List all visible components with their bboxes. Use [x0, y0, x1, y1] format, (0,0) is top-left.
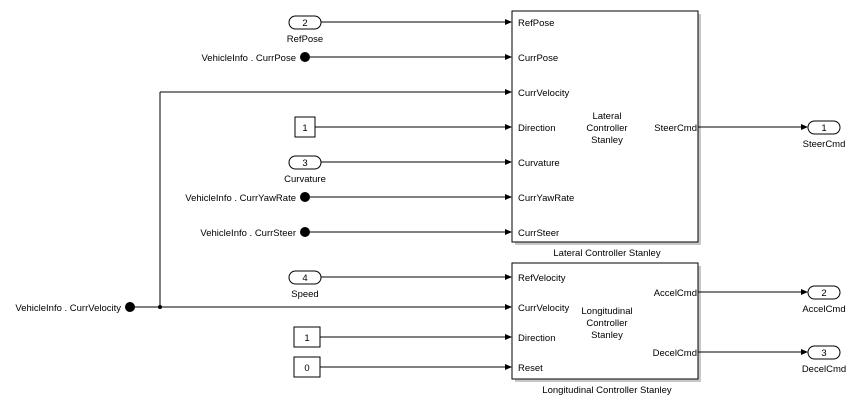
- arrow-steercmd: [801, 124, 808, 130]
- arrow-long-currvelocity: [505, 304, 512, 310]
- long-inner-label-3: Stanley: [591, 330, 623, 341]
- arrow-long-direction: [505, 334, 512, 340]
- long-port-currvelocity: CurrVelocity: [518, 303, 569, 314]
- inport-refpose-number: 2: [302, 18, 307, 29]
- lateral-port-refpose: RefPose: [518, 18, 554, 29]
- long-port-reset: Reset: [518, 363, 543, 374]
- long-port-accelcmd: AccelCmd: [654, 288, 697, 299]
- long-port-decelcmd: DecelCmd: [653, 348, 697, 359]
- arrow-speed: [505, 274, 512, 280]
- arrow-curryawrate: [505, 194, 512, 200]
- long-port-refvelocity: RefVelocity: [518, 273, 566, 284]
- branch-point: [158, 305, 162, 309]
- inport-speed-label: Speed: [291, 289, 318, 300]
- longitudinal-block-caption: Longitudinal Controller Stanley: [542, 385, 672, 396]
- constant-long-direction-value: 1: [304, 333, 309, 344]
- inport-refpose[interactable]: 2: [288, 15, 322, 30]
- constant-long-direction[interactable]: 1: [293, 326, 321, 348]
- lateral-controller-block[interactable]: RefPose CurrPose CurrVelocity Direction …: [511, 10, 701, 245]
- arrow-reset: [505, 364, 512, 370]
- lateral-inner-label-1: Lateral: [592, 111, 621, 122]
- outport-accelcmd-number: 2: [821, 288, 826, 299]
- arrow-currpose: [505, 54, 512, 60]
- bus-currsteer[interactable]: VehicleInfo . CurrSteer: [200, 227, 310, 239]
- inport-curvature-number: 3: [302, 158, 307, 169]
- inport-curvature-label: Curvature: [284, 174, 326, 185]
- arrow-refpose: [505, 19, 512, 25]
- bus-curryawrate-dot: [300, 192, 310, 202]
- inport-speed-number: 4: [302, 273, 307, 284]
- bus-currpose-label: VehicleInfo . CurrPose: [201, 53, 296, 64]
- long-port-direction: Direction: [518, 333, 556, 344]
- lateral-port-currpose: CurrPose: [518, 53, 558, 64]
- lateral-port-direction: Direction: [518, 123, 556, 134]
- bus-curryawrate[interactable]: VehicleInfo . CurrYawRate: [185, 192, 310, 204]
- outport-accelcmd[interactable]: 2: [807, 285, 841, 300]
- constant-reset-value: 0: [304, 363, 309, 374]
- lateral-port-steercmd: SteerCmd: [654, 123, 697, 134]
- bus-currsteer-dot: [300, 227, 310, 237]
- lateral-block-caption: Lateral Controller Stanley: [553, 248, 660, 259]
- outport-decelcmd-number: 3: [821, 348, 826, 359]
- inport-refpose-label: RefPose: [287, 34, 323, 45]
- lateral-port-curvature: Curvature: [518, 158, 560, 169]
- outport-decelcmd-label: DecelCmd: [802, 364, 846, 375]
- bus-currvelocity[interactable]: VehicleInfo . CurrVelocity: [15, 302, 135, 314]
- outport-decelcmd[interactable]: 3: [807, 345, 841, 360]
- constant-reset[interactable]: 0: [293, 356, 321, 378]
- constant-lateral-direction[interactable]: 1: [294, 116, 316, 138]
- long-inner-label-1: Longitudinal: [581, 306, 632, 317]
- inport-speed[interactable]: 4: [288, 270, 322, 285]
- arrow-lateral-direction: [505, 124, 512, 130]
- bus-curryawrate-label: VehicleInfo . CurrYawRate: [185, 193, 296, 204]
- outport-accelcmd-label: AccelCmd: [802, 304, 845, 315]
- bus-currvelocity-label: VehicleInfo . CurrVelocity: [15, 303, 121, 314]
- arrow-curvature: [505, 159, 512, 165]
- outport-steercmd-label: SteerCmd: [803, 139, 846, 150]
- outport-steercmd-number: 1: [821, 123, 826, 134]
- lateral-port-curryawrate: CurrYawRate: [518, 193, 574, 204]
- bus-currsteer-label: VehicleInfo . CurrSteer: [200, 228, 296, 239]
- lateral-port-currsteer: CurrSteer: [518, 228, 559, 239]
- arrow-accelcmd: [801, 289, 808, 295]
- lateral-port-currvelocity: CurrVelocity: [518, 88, 569, 99]
- lateral-inner-label-2: Controller: [586, 123, 627, 134]
- long-inner-label-2: Controller: [586, 318, 627, 329]
- lateral-inner-label-3: Stanley: [591, 135, 623, 146]
- inport-curvature[interactable]: 3: [288, 155, 322, 170]
- longitudinal-controller-block[interactable]: RefVelocity CurrVelocity Direction Reset…: [511, 262, 701, 382]
- constant-lateral-direction-value: 1: [302, 123, 307, 134]
- signal-lines: [134, 19, 808, 370]
- bus-currpose[interactable]: VehicleInfo . CurrPose: [201, 52, 310, 64]
- arrow-lateral-currvelocity: [505, 89, 512, 95]
- arrow-currsteer: [505, 229, 512, 235]
- arrow-decelcmd: [801, 349, 808, 355]
- outport-steercmd[interactable]: 1: [807, 120, 841, 135]
- bus-currpose-dot: [300, 52, 310, 62]
- bus-currvelocity-dot: [125, 302, 135, 312]
